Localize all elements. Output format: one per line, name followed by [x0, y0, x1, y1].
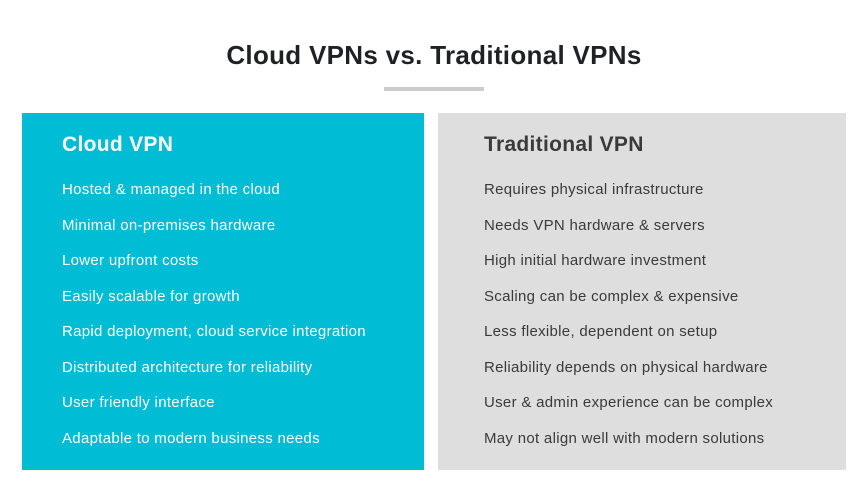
comparison-infographic: Cloud VPNs vs. Traditional VPNs Cloud VP…: [0, 40, 868, 470]
list-item: Adaptable to modern business needs: [62, 429, 320, 447]
list-item: Rapid deployment, cloud service integrat…: [62, 323, 366, 340]
list-item: Lower upfront costs: [62, 252, 199, 269]
traditional-vpn-panel: Traditional VPN Requires physical infras…: [438, 113, 846, 470]
traditional-vpn-feature-list: Requires physical infrastructure Needs V…: [484, 181, 822, 447]
list-item: Hosted & managed in the cloud: [62, 181, 281, 198]
cloud-vpn-panel: Cloud VPN Hosted & managed in the cloud …: [22, 113, 424, 470]
list-item: User & admin experience can be complex: [484, 394, 774, 411]
list-item: Reliability depends on physical hardware: [484, 358, 768, 376]
comparison-panels: Cloud VPN Hosted & managed in the cloud …: [0, 113, 868, 470]
cloud-vpn-feature-list: Hosted & managed in the cloud Minimal on…: [62, 181, 400, 447]
title-divider: [384, 87, 484, 91]
list-item: Distributed architecture for reliability: [62, 358, 313, 376]
list-item: High initial hardware investment: [484, 252, 707, 269]
list-item: Requires physical infrastructure: [484, 181, 704, 198]
traditional-vpn-panel-title: Traditional VPN: [484, 133, 644, 156]
cloud-vpn-panel-title: Cloud VPN: [62, 133, 174, 156]
list-item: Needs VPN hardware & servers: [484, 216, 705, 234]
list-item: May not align well with modern solutions: [484, 429, 765, 447]
list-item: Less flexible, dependent on setup: [484, 323, 718, 340]
list-item: Minimal on-premises hardware: [62, 216, 276, 234]
page-title: Cloud VPNs vs. Traditional VPNs: [226, 40, 642, 70]
list-item: Easily scalable for growth: [62, 287, 240, 305]
list-item: User friendly interface: [62, 394, 215, 411]
list-item: Scaling can be complex & expensive: [484, 287, 739, 305]
